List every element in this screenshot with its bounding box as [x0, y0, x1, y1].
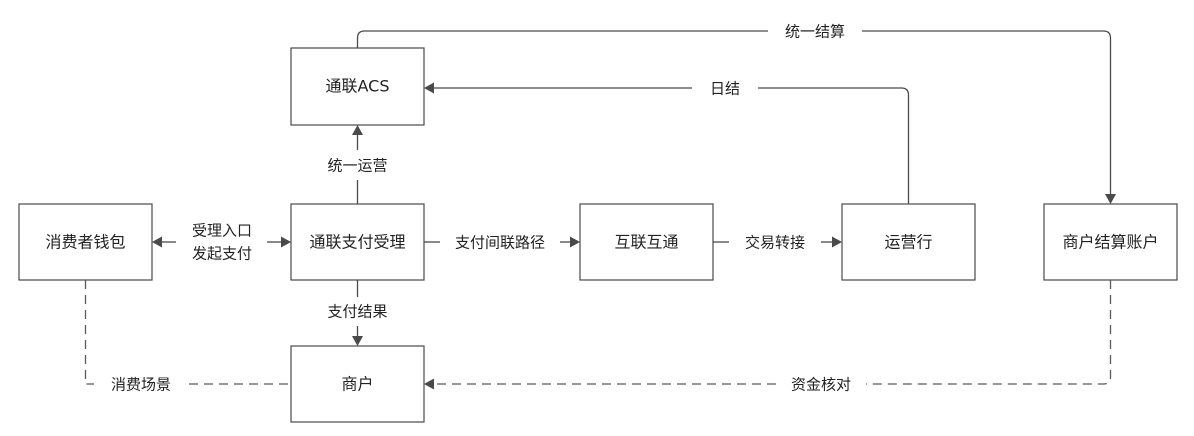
node-merchant-account: 商户结算账户: [1043, 203, 1178, 281]
edge-unified-settlement-label: 统一结算: [785, 23, 845, 41]
edge-fund-reconciliation-label: 资金核对: [791, 376, 851, 394]
edge-consumption-scene-label: 消费场景: [111, 376, 171, 394]
edge-unified-operation-label: 统一运营: [327, 157, 387, 175]
edge-consumption-scene: 消费场景: [84, 280, 291, 394]
arrow-left-icon: [424, 378, 434, 390]
edge-accept-entry-label: 受理入口: [192, 222, 252, 240]
node-merchant-account-label: 商户结算账户: [1062, 233, 1158, 252]
node-interconnect: 互联互通: [579, 203, 714, 281]
edge-transaction-forward: 交易转接: [713, 234, 842, 252]
arrow-down-icon: [352, 336, 363, 346]
arrow-right-icon: [570, 236, 580, 248]
node-payment-acceptance: 通联支付受理: [290, 203, 425, 281]
edge-inter-payment-route-label: 支付间联路径: [455, 234, 545, 252]
node-operating-bank: 运营行: [841, 203, 976, 281]
node-merchant: 商户: [290, 345, 425, 423]
edge-daily-settlement-label: 日结: [710, 80, 740, 98]
arrow-left-icon: [424, 82, 434, 94]
node-consumer-wallet-label: 消费者钱包: [45, 233, 125, 252]
edge-unified-operation: 统一运营: [327, 125, 388, 204]
arrow-down-icon: [1105, 194, 1116, 204]
edge-payment-result: 支付结果: [327, 280, 388, 346]
node-payment-acceptance-label: 通联支付受理: [309, 233, 405, 252]
edge-daily-settlement: 日结: [424, 80, 910, 204]
edge-payment-result-label: 支付结果: [327, 303, 387, 321]
node-merchant-label: 商户: [341, 375, 373, 394]
node-acs-label: 通联ACS: [326, 77, 390, 96]
edge-transaction-forward-label: 交易转接: [745, 234, 805, 252]
arrow-right-icon: [281, 236, 291, 248]
edge-inter-payment-route: 支付间联路径: [424, 234, 580, 252]
node-operating-bank-label: 运营行: [884, 233, 932, 252]
edge-fund-reconciliation: 资金核对: [424, 280, 1112, 394]
edge-unified-settlement: 统一结算: [356, 23, 1116, 204]
arrow-right-icon: [832, 236, 842, 248]
arrow-up-icon: [352, 125, 363, 135]
edge-initiate-payment-label: 发起支付: [192, 245, 252, 263]
node-acs: 通联ACS: [290, 47, 425, 126]
arrow-left-icon: [152, 236, 162, 248]
node-interconnect-label: 互联互通: [614, 233, 678, 252]
edge-wallet-acceptance: 受理入口 发起支付: [152, 222, 291, 263]
node-consumer-wallet: 消费者钱包: [18, 203, 153, 281]
